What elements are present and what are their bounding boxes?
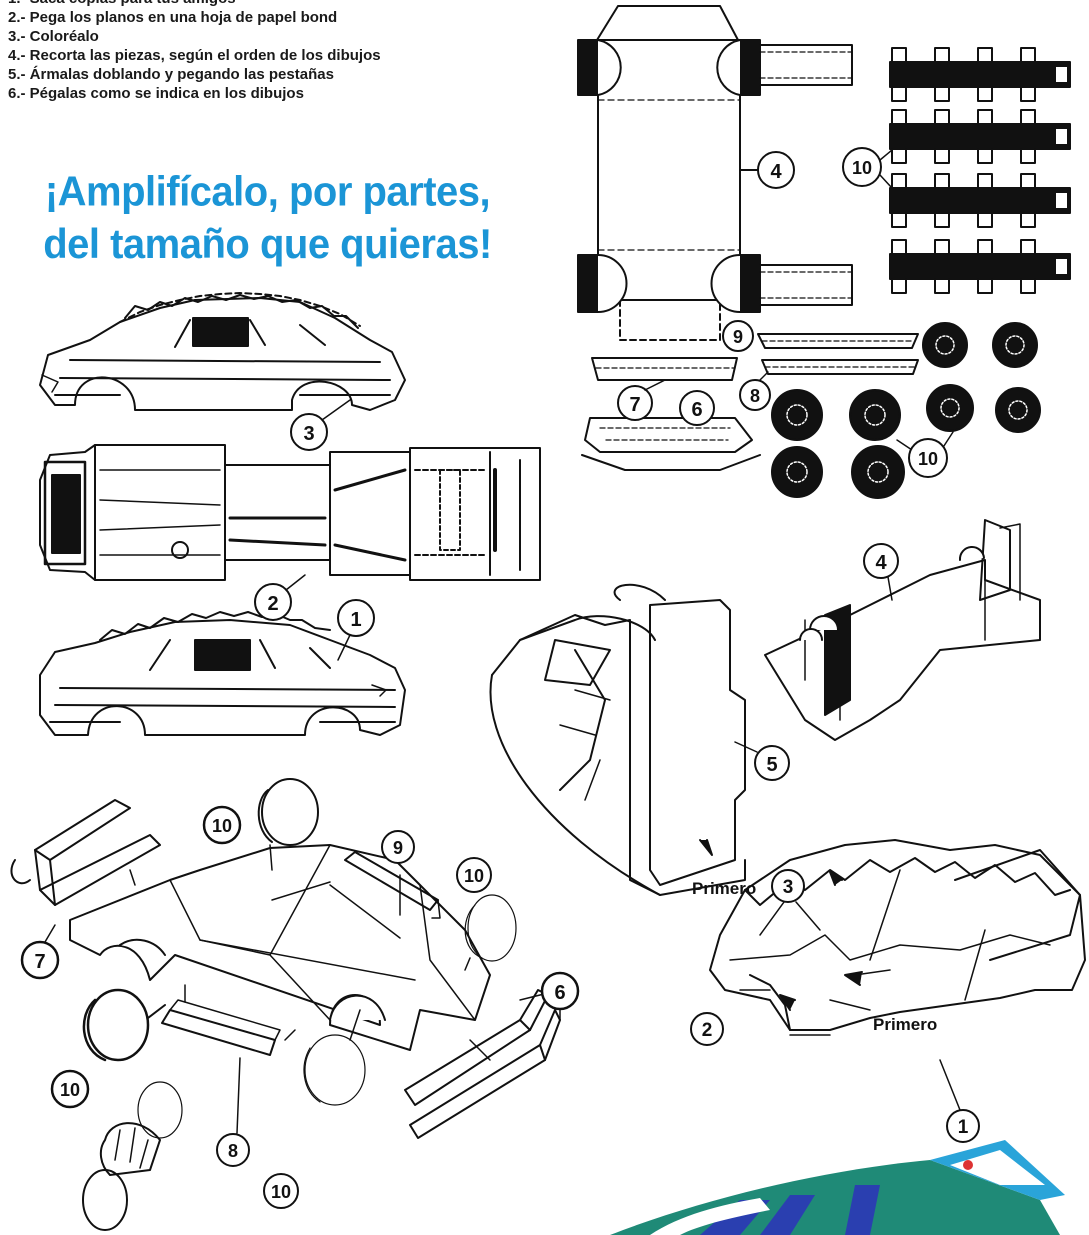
badge-2-asm: 2 (690, 1012, 724, 1046)
badge-5-asm: 5 (734, 741, 790, 781)
exploded-body (69, 844, 491, 1051)
badge-9-rail: 9 (722, 320, 754, 352)
exploded-piece-8 (161, 984, 296, 1056)
svg-text:10: 10 (464, 866, 484, 886)
piece-number-badges: 3 2 1 4 10 9 8 7 6 10 4 5 3 2 1 10 9 10 … (20, 147, 980, 1209)
wheel-strip-4 (889, 239, 1071, 294)
badge-1-side: 1 (337, 599, 375, 661)
piece-3-side-body (39, 292, 406, 411)
svg-text:10: 10 (271, 1182, 291, 1202)
badge-10-exp-c: 10 (50, 1069, 90, 1109)
assembly-step-5 (489, 583, 746, 896)
headline: ¡Amplifícalo, por partes, del tamaño que… (0, 166, 535, 271)
svg-text:10: 10 (60, 1080, 80, 1100)
badge-3-side: 3 (290, 399, 351, 451)
exploded-piece-9 (344, 851, 441, 919)
svg-text:10: 10 (852, 158, 872, 178)
svg-text:8: 8 (750, 386, 760, 406)
badge-8-rail: 8 (739, 371, 771, 411)
svg-text:9: 9 (393, 838, 403, 858)
badge-9-exp: 9 (381, 830, 415, 864)
piece-2-underside-plan (39, 444, 541, 581)
badge-2-underside: 2 (254, 574, 306, 621)
badge-7-rail: 7 (617, 379, 666, 421)
piece-6-bumper (581, 417, 761, 471)
instruction-5: 5.- Ármalas doblando y pegando las pesta… (8, 66, 334, 83)
piece-10-wheel-discs (771, 322, 1041, 499)
wheel-strip-1 (889, 47, 1071, 102)
badge-4-asm: 4 (863, 543, 899, 601)
badge-8-exp: 8 (216, 1057, 250, 1167)
badge-1-asm: 1 (939, 1059, 980, 1143)
exploded-piece-7 (10, 799, 161, 906)
badge-4-chassis: 4 (757, 151, 795, 189)
svg-text:9: 9 (733, 327, 743, 347)
svg-text:7: 7 (34, 951, 45, 973)
model-photo (610, 1140, 1065, 1235)
instruction-4: 4.- Recorta las piezas, según el orden d… (8, 47, 381, 64)
svg-text:1: 1 (350, 609, 361, 631)
piece-1-side-body (39, 611, 406, 736)
svg-text:5: 5 (766, 754, 777, 776)
svg-text:10: 10 (918, 449, 938, 469)
instruction-2: 2.- Pega los planos en una hoja de papel… (8, 9, 338, 26)
svg-text:2: 2 (267, 593, 278, 615)
badge-6-bumper: 6 (679, 390, 715, 426)
svg-text:4: 4 (875, 552, 887, 574)
instruction-3: 3.- Coloréalo (8, 28, 99, 45)
assembly-body-final (709, 839, 1086, 1036)
primero-labels: Primero Primero (692, 879, 937, 1034)
badge-3-asm: 3 (771, 869, 821, 931)
badge-10-discs: 10 (908, 438, 948, 478)
svg-text:6: 6 (691, 399, 702, 421)
headline-line-1: ¡Amplifícalo, por partes, (44, 168, 491, 215)
svg-text:10: 10 (212, 816, 232, 836)
svg-text:3: 3 (783, 877, 794, 898)
svg-text:1: 1 (958, 1117, 969, 1138)
badge-6-exp: 6 (540, 971, 580, 1011)
svg-text:2: 2 (702, 1020, 713, 1041)
badge-10-exp-a: 10 (202, 805, 242, 845)
piece-8-rail (761, 359, 919, 375)
svg-text:7: 7 (629, 394, 640, 416)
wheel-strip-2 (889, 109, 1071, 164)
headline-line-2: del tamaño que quieras! (43, 221, 492, 268)
badge-7-exp: 7 (20, 924, 60, 980)
primero-label-body: Primero (873, 1015, 937, 1034)
svg-text:8: 8 (228, 1141, 238, 1161)
svg-text:6: 6 (554, 982, 565, 1004)
primero-label-assembly: Primero (692, 879, 756, 898)
wheel-strip-3 (889, 173, 1071, 228)
exploded-view (10, 778, 561, 1231)
svg-text:3: 3 (303, 423, 314, 445)
badge-10-exp-d: 10 (263, 1173, 299, 1209)
svg-text:4: 4 (770, 161, 782, 183)
piece-10-wheel-strips (889, 47, 1071, 294)
badge-10-exp-b: 10 (456, 857, 492, 893)
exploded-wheels (82, 778, 517, 1231)
piece-9-rail (757, 333, 919, 349)
piece-4-chassis-plan (577, 5, 853, 341)
badge-10-strips: 10 (842, 147, 893, 189)
assembly-step-4 (764, 519, 1041, 741)
instruction-1: 1.- Saca copias para tus amigos (8, 0, 381, 8)
instructions-list: 1.- Saca copias para tus amigos 2.- Pega… (8, 0, 381, 103)
piece-7-rail (591, 357, 738, 381)
instruction-6: 6.- Pégalas como se indica en los dibujo… (8, 85, 304, 102)
